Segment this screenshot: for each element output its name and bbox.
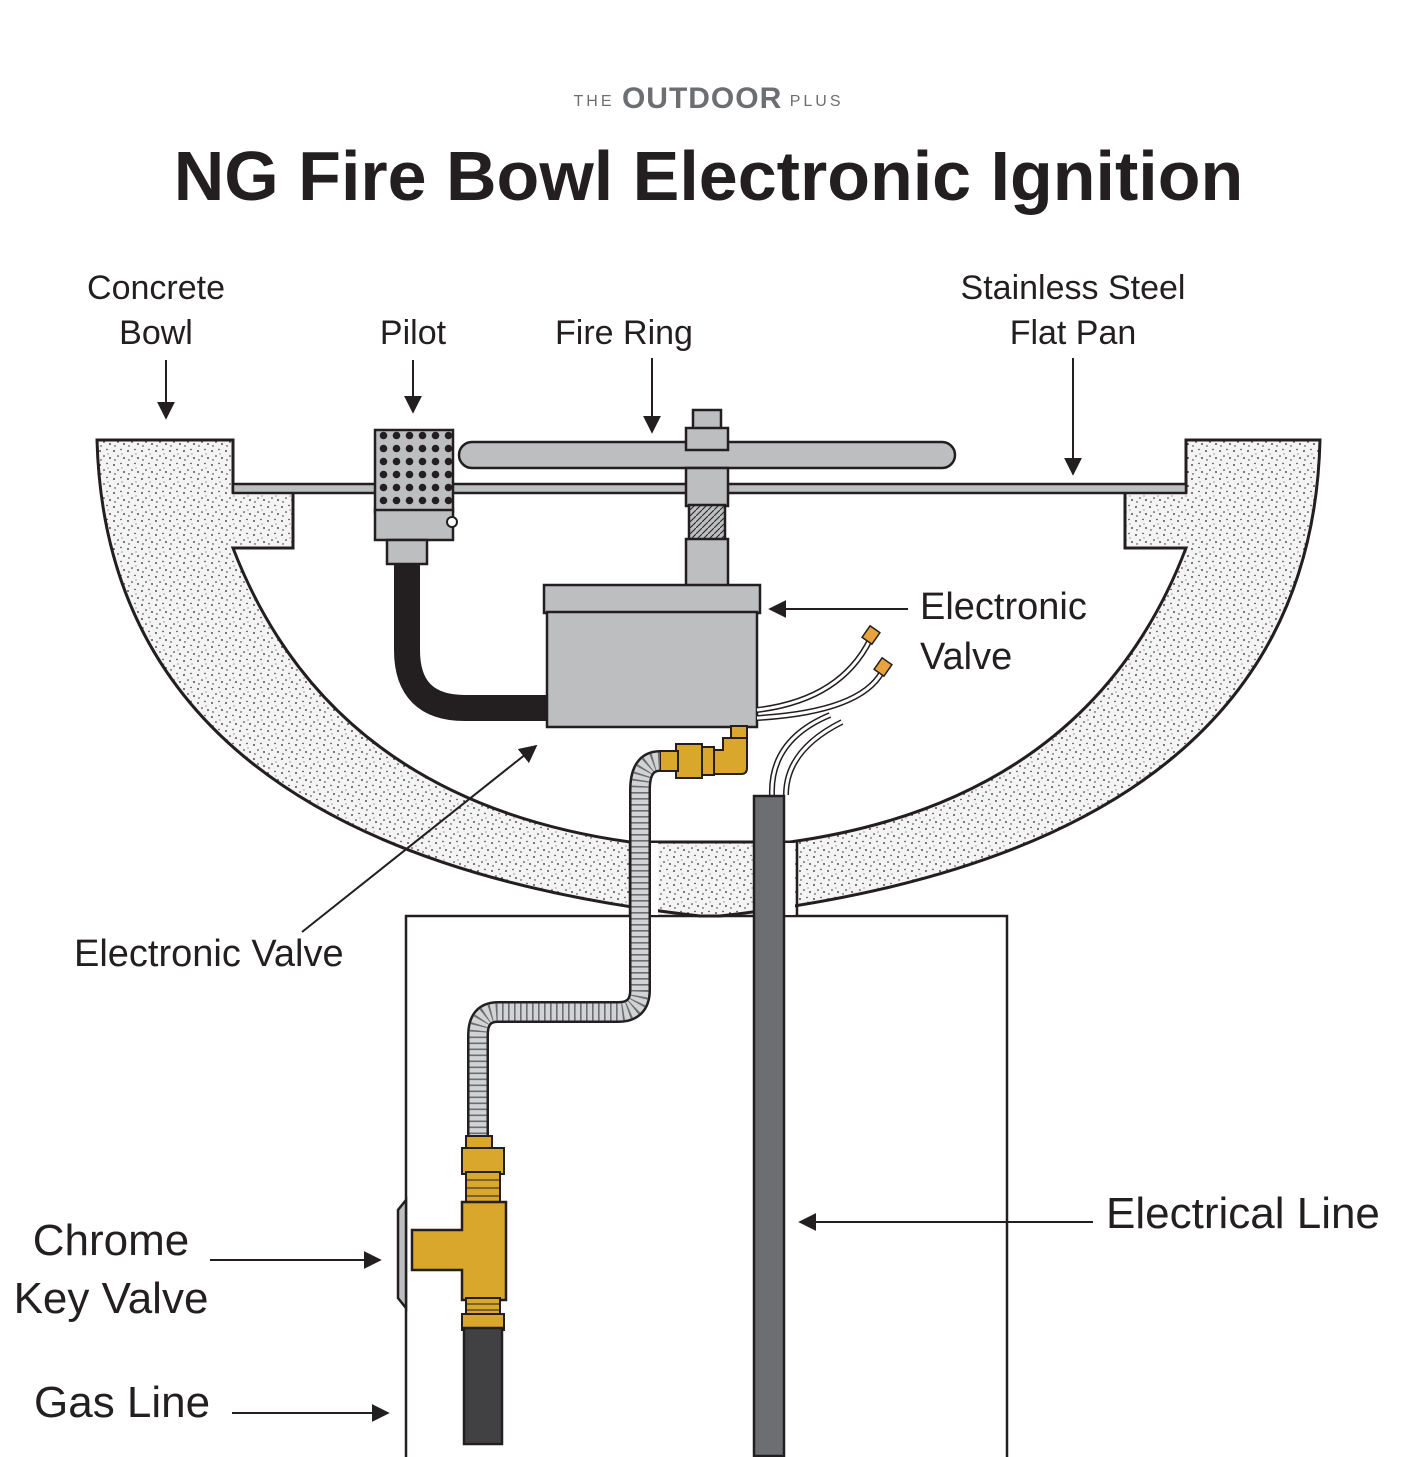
electronic-valve-box (545, 610, 759, 729)
label-key-valve-line2: Key Valve (13, 1274, 209, 1323)
label-flat-pan-line1: Stainless Steel (960, 269, 1186, 307)
label-electrical-line: Electrical Line (1106, 1189, 1380, 1238)
label-electronic-valve-left: Electronic Valve (74, 933, 344, 975)
pilot-head (373, 428, 455, 514)
label-electronic-valve-right-line2: Valve (920, 636, 1013, 678)
label-gas-line: Gas Line (34, 1378, 211, 1427)
arrow-electronic-valve-left (301, 744, 538, 933)
brand-suffix: PLUS (789, 93, 844, 110)
label-key-valve-line1: Chrome (32, 1216, 190, 1265)
label-flat-pan: Stainless Steel Flat Pan (930, 266, 1216, 356)
label-concrete-bowl-line1: Concrete (87, 269, 225, 307)
label-concrete-bowl: Concrete Bowl (56, 266, 256, 356)
label-fire-ring: Fire Ring (555, 314, 693, 352)
brand-logo: THE OUTDOOR PLUS (0, 82, 1417, 116)
pilot-tube (394, 563, 548, 721)
electrical-conduit (752, 794, 786, 1457)
page-title: NG Fire Bowl Electronic Ignition (173, 137, 1244, 215)
brand-prefix: THE (573, 93, 615, 110)
brass-tee (410, 1200, 508, 1302)
chrome-key-plate (396, 1196, 408, 1312)
label-flat-pan-line2: Flat Pan (1009, 314, 1137, 352)
gas-line-pipe (462, 1326, 504, 1446)
concrete-bowl (95, 438, 1322, 918)
label-electronic-valve-right: Electronic Valve (920, 582, 1140, 682)
label-key-valve: Chrome Key Valve (0, 1212, 222, 1328)
label-concrete-bowl-line2: Bowl (119, 314, 193, 352)
label-electronic-valve-right-line1: Electronic (920, 586, 1087, 628)
brand-name: OUTDOOR (621, 82, 783, 115)
label-pilot: Pilot (379, 314, 447, 352)
